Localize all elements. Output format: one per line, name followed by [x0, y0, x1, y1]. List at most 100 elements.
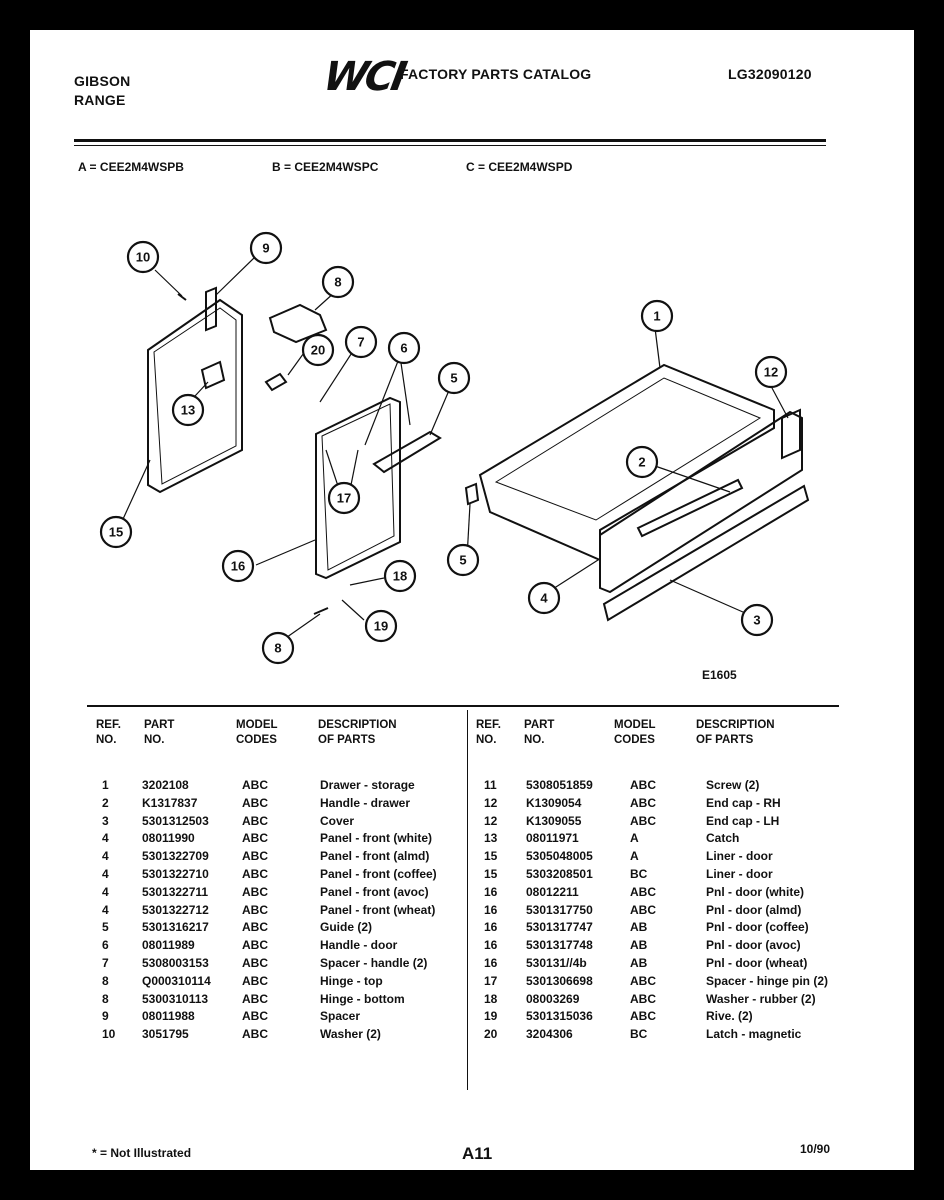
cell-ref-no: 16: [484, 884, 498, 899]
cell-model-codes: A: [630, 849, 639, 864]
callout-label-13: 13: [181, 403, 195, 418]
cell-description: Hinge - top: [320, 973, 383, 988]
cell-part-no: 3204306: [526, 1027, 573, 1042]
cell-part-no: 5301322710: [142, 867, 209, 881]
cell-part-no: 5301317748: [526, 938, 593, 953]
cell-model-codes: A: [630, 831, 639, 846]
cell-ref-no: 4: [102, 849, 109, 864]
cell-model-codes: ABC: [242, 795, 268, 810]
cell-ref-no: 5: [102, 920, 109, 935]
callout-label-19: 19: [374, 619, 388, 634]
cell-ref-no: 2: [102, 795, 109, 810]
door-liner-inner: [153, 307, 237, 485]
callout-label-18: 18: [393, 569, 407, 584]
cell-description: Rive. (2): [706, 1009, 753, 1024]
header-rule-thick: [74, 139, 826, 142]
callout-circle-17: [327, 481, 361, 515]
leader-2: [654, 465, 731, 493]
cell-description: End cap - RH: [706, 795, 781, 810]
cell-part-no: 3202108: [142, 778, 189, 792]
callout-label-11: 10: [136, 250, 150, 265]
callout-label-8-top: 7: [357, 335, 364, 350]
cell-part-no: K1317837: [142, 795, 198, 810]
leader-18: [349, 577, 385, 586]
cell-ref-no: 4: [102, 902, 109, 917]
cell-description: Washer - rubber (2): [706, 991, 816, 1006]
callout-circle-6: [437, 361, 471, 395]
front-panel-shape: [599, 410, 803, 594]
cell-part-no: 5301315036: [526, 1009, 593, 1024]
brand-name: GIBSON: [74, 73, 131, 89]
figure-code: E1605: [702, 668, 737, 682]
callout-circle-12: [754, 355, 788, 389]
callout-circle-16: [221, 549, 255, 583]
cell-part-no: 5301306698: [526, 973, 593, 988]
cell-ref-no: 18: [484, 991, 498, 1006]
model-b: B = CEE2M4WSPC: [272, 160, 379, 174]
cell-description: Pnl - door (coffee): [706, 920, 809, 935]
cell-description: Latch - magnetic: [706, 1027, 802, 1042]
revision-date: 10/90: [800, 1142, 831, 1156]
end-cap-shape: [781, 408, 801, 460]
callout-circle-3: [740, 603, 774, 637]
cell-ref-no: 12: [484, 795, 498, 810]
cell-part-no: 5308051859: [526, 778, 593, 792]
cell-part-no: 08003269: [526, 991, 580, 1006]
cell-model-codes: ABC: [242, 849, 268, 864]
callout-circle-15: [99, 515, 133, 549]
hinge-top-shape: [205, 286, 217, 332]
drawer-handle-shape: [636, 478, 744, 538]
callout-label-10: 9: [262, 241, 269, 256]
header-rule-thin: [74, 145, 826, 146]
catalog-number: LG32090120: [728, 66, 812, 82]
cell-ref-no: 16: [484, 920, 498, 935]
cell-ref-no: 11: [484, 778, 497, 792]
cell-part-no: K1309054: [526, 795, 582, 810]
cell-model-codes: AB: [630, 938, 648, 953]
cell-part-no: 08011990: [142, 831, 195, 846]
callout-label-1: 1: [653, 309, 660, 324]
cell-ref-no: 8: [102, 973, 109, 988]
cell-model-codes: ABC: [242, 902, 268, 917]
cell-ref-no: 9: [102, 1009, 109, 1024]
cell-ref-no: 4: [102, 884, 109, 899]
callout-circle-10: [249, 231, 283, 265]
catch-shape: [200, 360, 226, 390]
cell-model-codes: ABC: [242, 867, 268, 881]
callout-circle-1: [640, 299, 674, 333]
leader-12: [771, 387, 789, 419]
cell-model-codes: ABC: [630, 991, 656, 1006]
cell-model-codes: ABC: [630, 1009, 656, 1024]
leader-11: [154, 269, 183, 297]
cell-model-codes: ABC: [242, 1009, 268, 1024]
callout-label-9: 8: [334, 275, 341, 290]
cell-description: Washer (2): [320, 1027, 381, 1042]
leader-7b: [399, 355, 411, 426]
cell-description: Handle - door: [320, 938, 398, 953]
cell-part-no: 5301317747: [526, 920, 593, 935]
callout-label-7: 6: [400, 341, 407, 356]
spacer-shape: [268, 303, 328, 344]
cell-part-no: 5301322711: [142, 884, 209, 899]
cell-ref-no: 15: [484, 849, 498, 864]
door-handle-shape: [372, 430, 442, 474]
guide-shape: [464, 482, 480, 506]
exploded-parts-diagram: 10 9 8 20 7 6 5 13 15 17 16 18 19 8 1 12…: [99, 231, 810, 665]
leader-7a: [364, 355, 401, 446]
callout-circle-8-top: [344, 325, 378, 359]
callout-label-3: 3: [753, 613, 760, 628]
cell-model-codes: ABC: [242, 920, 268, 935]
cell-part-no: 5305048005: [526, 849, 593, 864]
footnote: * = Not Illustrated: [92, 1146, 192, 1160]
product-type: RANGE: [74, 92, 126, 108]
cell-ref-no: 13: [484, 831, 498, 846]
callout-circle-2: [625, 445, 659, 479]
left-header-ref: REF.NO.: [96, 719, 121, 746]
cell-ref-no: 6: [102, 938, 109, 953]
cell-description: Screw (2): [706, 778, 760, 792]
cell-model-codes: ABC: [242, 884, 268, 899]
callout-label-5: 5: [459, 553, 466, 568]
callout-label-15: 15: [109, 525, 123, 540]
